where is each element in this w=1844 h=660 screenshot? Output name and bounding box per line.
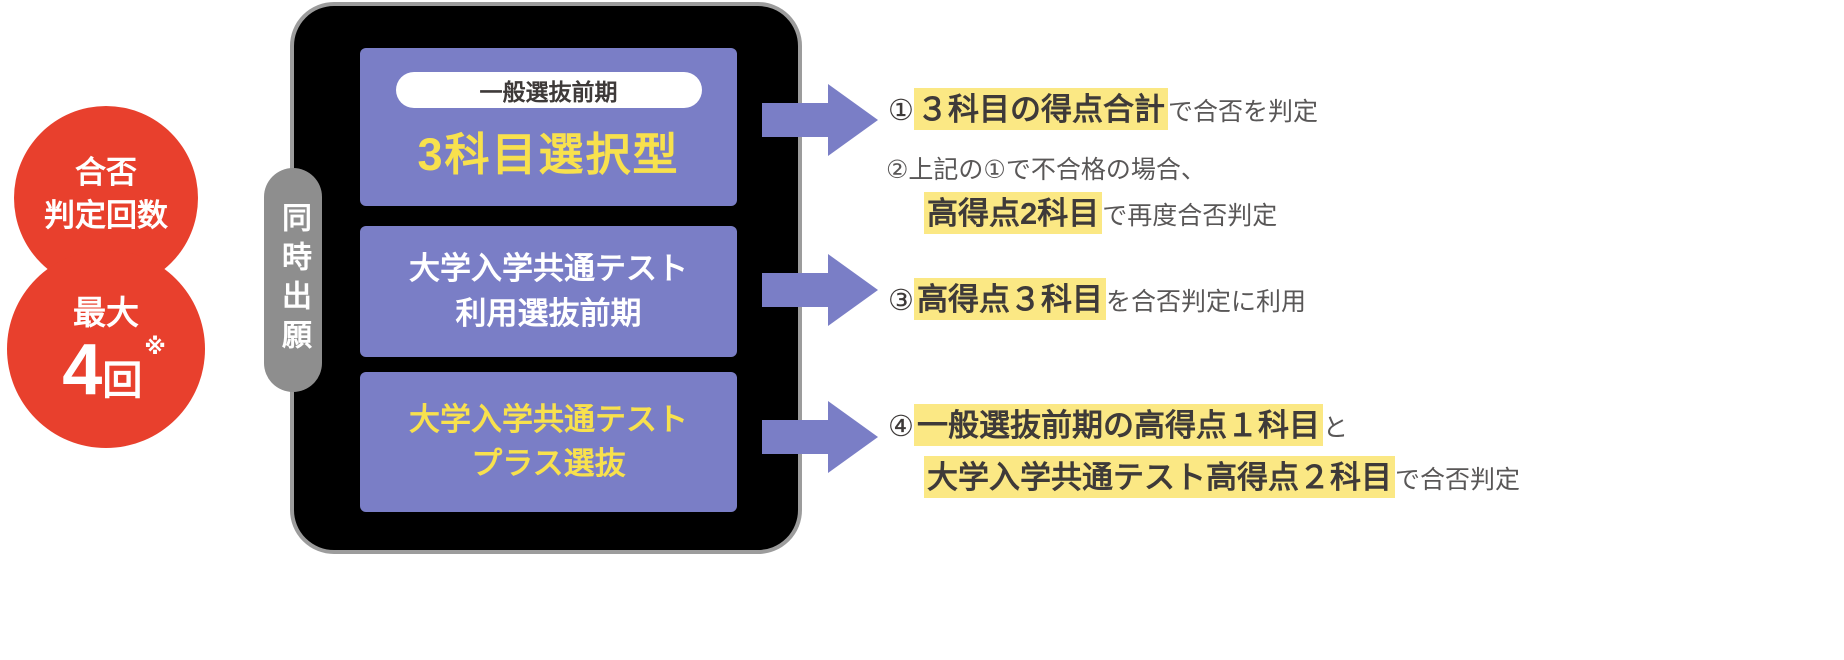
max-label: 最大 bbox=[73, 293, 139, 331]
exam-box-common-test-early: 大学入学共通テスト 利用選抜前期 bbox=[360, 226, 737, 357]
general-early-tag: 一般選抜前期 bbox=[395, 71, 702, 108]
exam-box-general-early: 一般選抜前期 3科目選択型 bbox=[360, 48, 737, 206]
note-2-line-2: 高得点2科目で再度合否判定 bbox=[924, 188, 1278, 234]
count-unit: 回 bbox=[102, 359, 143, 404]
arrow-head bbox=[828, 401, 878, 473]
note-1-text: で合否を判定 bbox=[1168, 98, 1319, 126]
note-4-number: ④ bbox=[888, 411, 914, 443]
note-2-text-1: ②上記の①で不合格の場合、 bbox=[886, 156, 1206, 184]
max-count-circle: 最大 4 回 ※ bbox=[7, 250, 205, 448]
arrow-right-icon-1 bbox=[762, 84, 878, 156]
count-number: 4 bbox=[62, 330, 103, 411]
note-3-text: を合否判定に利用 bbox=[1106, 288, 1307, 316]
arrow-right-icon-2 bbox=[762, 254, 878, 326]
simultaneous-application-label: 同時出願 bbox=[277, 202, 310, 358]
note-3-highlight: 高得点３科目 bbox=[914, 278, 1106, 320]
note-1-highlight: ３科目の得点合計 bbox=[914, 88, 1168, 130]
note-4-text-1: と bbox=[1323, 414, 1349, 442]
max-count-value: 4 回 ※ bbox=[62, 334, 165, 406]
note-1-number: ① bbox=[888, 95, 914, 127]
note-2-text-2: で再度合否判定 bbox=[1102, 202, 1278, 230]
note-4-line-1: ④一般選抜前期の高得点１科目と bbox=[888, 400, 1349, 446]
arrow-shaft bbox=[762, 103, 830, 137]
arrow-head bbox=[828, 84, 878, 156]
exam-box-common-test-plus: 大学入学共通テスト プラス選抜 bbox=[360, 372, 737, 512]
note-4-text-2: で合否判定 bbox=[1395, 466, 1521, 494]
simultaneous-application-pill: 同時出願 bbox=[264, 168, 322, 392]
note-4-line-2: 大学入学共通テスト高得点２科目で合否判定 bbox=[924, 452, 1521, 498]
note-4-highlight-1: 一般選抜前期の高得点１科目 bbox=[914, 404, 1323, 446]
note-2-highlight: 高得点2科目 bbox=[924, 192, 1103, 234]
asterisk-mark: ※ bbox=[144, 334, 166, 360]
note-3: ③高得点３科目を合否判定に利用 bbox=[888, 274, 1307, 320]
note-4-highlight-2: 大学入学共通テスト高得点２科目 bbox=[924, 456, 1395, 498]
arrow-shaft bbox=[762, 273, 830, 307]
note-2-line-1: ②上記の①で不合格の場合、 bbox=[886, 150, 1206, 186]
common-test-early-title: 大学入学共通テスト 利用選抜前期 bbox=[409, 251, 688, 331]
common-test-plus-title: 大学入学共通テスト プラス選抜 bbox=[409, 401, 688, 481]
arrow-shaft bbox=[762, 420, 830, 454]
arrow-head bbox=[828, 254, 878, 326]
general-early-title: 3科目選択型 bbox=[417, 128, 680, 180]
arrow-right-icon-3 bbox=[762, 401, 878, 473]
note-1: ①３科目の得点合計で合否を判定 bbox=[888, 84, 1319, 130]
note-3-number: ③ bbox=[888, 285, 914, 317]
